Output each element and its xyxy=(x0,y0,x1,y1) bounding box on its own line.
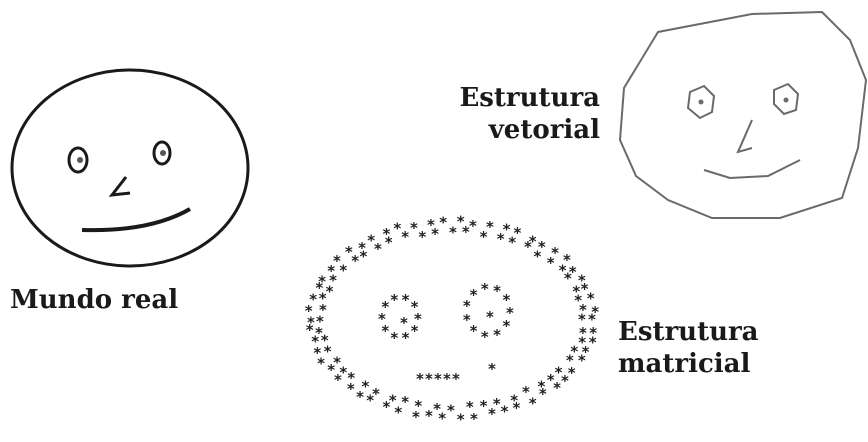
label-estrutura-matricial: Estrutura matricial xyxy=(618,316,759,380)
raster-outline-star: * xyxy=(372,385,380,403)
raster-mouth-star: * xyxy=(416,370,424,388)
raster-outline-star: * xyxy=(389,391,397,409)
raster-outline-star: * xyxy=(524,238,532,256)
vector-left-pupil xyxy=(699,100,704,105)
raster-outline-star: * xyxy=(457,410,465,428)
raster-outline-star: * xyxy=(466,398,474,416)
raster-outline-star: * xyxy=(347,369,355,387)
raster-outline-star: * xyxy=(589,334,597,352)
raster-outline-star: * xyxy=(401,393,409,411)
label-matricial-line1: Estrutura xyxy=(618,316,759,348)
raster-outline-star: * xyxy=(534,248,542,266)
raster-left-pupil-star: * xyxy=(400,314,408,332)
raster-right-eye-star: * xyxy=(493,326,501,344)
raster-outline-star: * xyxy=(433,400,441,418)
raster-outline-star: * xyxy=(418,228,426,246)
raster-outline-star: * xyxy=(480,228,488,246)
raster-mouth-star: * xyxy=(425,370,433,388)
raster-right-eye-star: * xyxy=(470,322,478,340)
raster-outline-star: * xyxy=(529,395,537,413)
raster-mouth-star: * xyxy=(434,370,442,388)
vector-right-pupil xyxy=(784,98,789,103)
raster-right-eye-star: * xyxy=(470,286,478,304)
raster-face: ****************************************… xyxy=(305,213,599,429)
label-matricial-line2: matricial xyxy=(618,348,759,380)
raster-outline-star: * xyxy=(522,383,530,401)
raster-left-eye-star: * xyxy=(411,322,419,340)
raster-outline-star: * xyxy=(493,395,501,413)
raster-outline-star: * xyxy=(449,224,457,242)
raster-outline-star: * xyxy=(579,301,587,319)
real-mouth xyxy=(82,209,190,230)
raster-outline-star: * xyxy=(501,403,509,421)
label-mundo-real-text: Mundo real xyxy=(10,284,178,316)
raster-left-eye-star: * xyxy=(402,291,410,309)
real-world-face xyxy=(12,70,248,266)
raster-outline-star: * xyxy=(333,353,341,371)
raster-outline-star: * xyxy=(351,252,359,270)
raster-outline-star: * xyxy=(362,377,370,395)
raster-left-eye-star: * xyxy=(381,298,389,316)
raster-outline-star: * xyxy=(578,352,586,370)
raster-outline-star: * xyxy=(510,391,518,409)
raster-outline-star: * xyxy=(339,262,347,280)
raster-right-pupil-star: * xyxy=(486,308,494,326)
raster-outline-star: * xyxy=(578,334,586,352)
vector-face xyxy=(620,12,866,218)
raster-outline-star: * xyxy=(555,364,563,382)
raster-outline-star: * xyxy=(508,234,516,252)
raster-outline-star: * xyxy=(425,407,433,425)
raster-right-eye-star: * xyxy=(503,317,511,335)
raster-outline-star: * xyxy=(547,371,555,389)
raster-outline-star: * xyxy=(591,303,599,321)
label-vetorial-line2: vetorial xyxy=(459,114,600,146)
vector-nose xyxy=(738,120,752,152)
raster-outline-star: * xyxy=(439,214,447,232)
raster-outline-star: * xyxy=(414,397,422,415)
raster-outline-star: * xyxy=(566,351,574,369)
raster-mouth-star: * xyxy=(488,360,496,378)
raster-outline-star: * xyxy=(329,272,337,290)
raster-outline-star: * xyxy=(564,270,572,288)
raster-left-eye-star: * xyxy=(390,291,398,309)
label-mundo-real: Mundo real xyxy=(10,284,178,316)
raster-outline-star: * xyxy=(410,219,418,237)
label-estrutura-vetorial: Estrutura vetorial xyxy=(459,82,600,146)
real-nose xyxy=(112,177,130,195)
raster-right-eye-star: * xyxy=(503,291,511,309)
raster-outline-star: * xyxy=(480,397,488,415)
vector-mouth xyxy=(704,160,800,178)
label-vetorial-line1: Estrutura xyxy=(459,82,600,114)
raster-right-eye-star: * xyxy=(493,282,501,300)
raster-outline-star: * xyxy=(547,254,555,272)
raster-outline-star: * xyxy=(374,240,382,258)
raster-left-eye-star: * xyxy=(411,298,419,316)
raster-outline-star: * xyxy=(469,217,477,235)
raster-outline-star: * xyxy=(447,402,455,420)
raster-outline-star: * xyxy=(393,220,401,238)
raster-outline-star: * xyxy=(497,230,505,248)
raster-outline-star: * xyxy=(462,223,470,241)
raster-outline-star: * xyxy=(431,225,439,243)
raster-mouth-star: * xyxy=(452,370,460,388)
real-right-pupil xyxy=(160,150,166,156)
real-face-outline xyxy=(12,70,248,266)
raster-left-eye-star: * xyxy=(390,329,398,347)
vector-face-outline xyxy=(620,12,866,218)
raster-outline-star: * xyxy=(538,377,546,395)
raster-right-eye-star: * xyxy=(481,280,489,298)
raster-outline-star: * xyxy=(401,228,409,246)
raster-outline-star: * xyxy=(385,234,393,252)
raster-outline-star: * xyxy=(360,248,368,266)
raster-right-eye-star: * xyxy=(481,328,489,346)
raster-mouth-star: * xyxy=(443,370,451,388)
real-left-pupil xyxy=(77,157,83,163)
